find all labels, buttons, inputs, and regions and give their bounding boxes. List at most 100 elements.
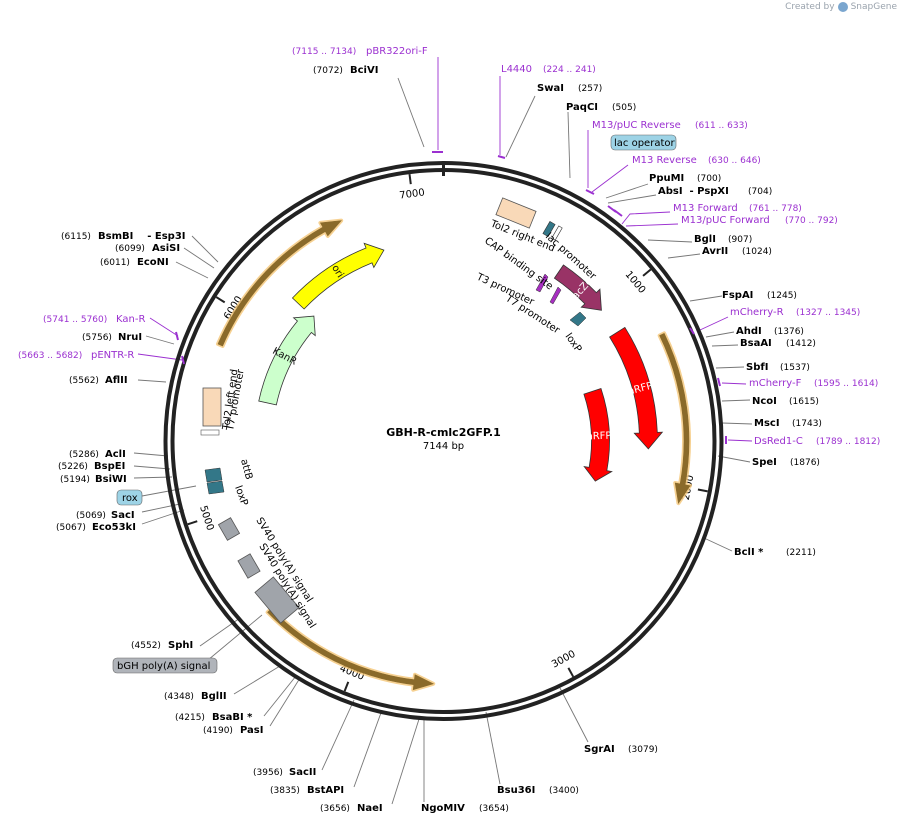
enzyme-label: (2211) [786, 548, 816, 558]
orf-arrow [659, 332, 691, 504]
feature-arrow [291, 242, 385, 310]
enzyme-label: (5069) [76, 511, 106, 521]
enzyme-label: NcoI [752, 396, 777, 407]
enzyme-label: BsaBI * [212, 712, 253, 723]
enzyme-label: PpuMI [649, 173, 684, 184]
sv40-polya-feature-2 [237, 553, 261, 579]
enzyme-label: BstAPI [307, 785, 344, 796]
primer-range: (1789 .. 1812) [816, 437, 880, 447]
cap-binding-feature [551, 225, 563, 241]
enzyme-label: (505) [612, 103, 636, 113]
primer-range: (761 .. 778) [749, 204, 802, 214]
primer-name: M13/pUC Forward [681, 215, 770, 226]
enzyme-label: NgoMIV [421, 803, 465, 814]
enzyme-label: (700) [697, 174, 721, 184]
enzyme-label: AsiSI [152, 243, 180, 254]
enzyme-label: (3656) [320, 804, 350, 814]
t7-promoter-left-feature [200, 429, 220, 436]
enzyme-label: BsmBI - Esp3I [98, 231, 186, 242]
feature-text-label: loxP [563, 331, 584, 354]
tick-label: 1000 [623, 269, 648, 296]
primer-range: (1327 .. 1345) [796, 308, 860, 318]
enzyme-label: EcoNI [137, 257, 169, 268]
feature-arrow [258, 315, 316, 406]
enzyme-label: (1024) [742, 247, 772, 257]
tick-mark [187, 520, 198, 526]
enzyme-label: PasI [240, 725, 263, 736]
lac-operator-label: lac operator [614, 138, 675, 149]
enzyme-label: NruI [118, 332, 142, 343]
enzyme-label: (1376) [774, 327, 804, 337]
tol2-left-end-feature [202, 387, 222, 427]
enzyme-label: BspEI [94, 461, 125, 472]
primer-name: M13/pUC Reverse [592, 120, 681, 131]
enzyme-label: (1412) [786, 339, 816, 349]
feature-text-label: attB [238, 458, 254, 481]
enzyme-label: (6011) [100, 258, 130, 268]
sv40-polya-feature-1 [217, 517, 241, 541]
enzyme-label: BglI [694, 234, 716, 245]
feature-arrow [583, 387, 613, 482]
primer-range: (5663 .. 5682) [18, 351, 82, 361]
enzyme-label: MscI [754, 418, 780, 429]
snapgene-logo-icon [837, 2, 848, 12]
enzyme-label: FspAI [722, 290, 753, 301]
rox-label: rox [122, 493, 138, 504]
primer-range: (5741 .. 5760) [43, 315, 107, 325]
enzyme-label: (5067) [56, 523, 86, 533]
enzyme-label: SbfI [746, 362, 768, 373]
primer-name: M13 Reverse [632, 155, 697, 166]
plasmid-name: GBH-R-cmlc2GFP.1 [386, 426, 501, 439]
enzyme-label: Bsu36I [497, 785, 535, 796]
enzyme-label: (5226) [58, 462, 88, 472]
t3-promoter-feature [535, 273, 549, 293]
primer-range: (7115 .. 7134) [292, 47, 356, 57]
enzyme-label: (3654) [479, 804, 509, 814]
enzyme-label: BsaAI [740, 338, 772, 349]
bgh-polya-label: bGH poly(A) signal [117, 661, 210, 672]
tick-mark [343, 681, 350, 692]
enzyme-label: PaqCI [566, 102, 598, 113]
lac-operator-feature [542, 221, 556, 237]
enzyme-label: (3835) [270, 786, 300, 796]
enzyme-label: (5756) [82, 333, 112, 343]
feature-text-label: loxP [232, 484, 249, 507]
primer-sites [175, 151, 727, 444]
enzyme-label: AclI [105, 449, 126, 460]
enzyme-label: (5562) [69, 376, 99, 386]
feature-arrow [553, 264, 602, 311]
orf-arcs [215, 218, 692, 692]
enzyme-label: (6115) [61, 232, 91, 242]
enzyme-label: AflII [105, 375, 128, 386]
enzyme-label: AvrII [702, 246, 728, 257]
tick-label: 7000 [399, 187, 426, 201]
enzyme-label: (3956) [253, 768, 283, 778]
small-features [200, 197, 587, 624]
feature-label: mRFP1 [583, 430, 618, 442]
enzyme-label: (1743) [792, 419, 822, 429]
loxp-left-feature [206, 480, 225, 495]
feature-arrow [609, 326, 664, 450]
bgh-polya-feature [254, 576, 300, 624]
enzyme-label: BciVI [350, 65, 378, 76]
enzyme-label: (1537) [780, 363, 810, 373]
plasmid-size: 7144 bp [423, 441, 464, 452]
enzyme-label: NaeI [357, 803, 383, 814]
enzyme-label: (4215) [175, 713, 205, 723]
primer-name: mCherry-F [749, 378, 802, 389]
enzyme-label: BclI * [734, 547, 764, 558]
primer-range: (1595 .. 1614) [814, 379, 878, 389]
primer-name: Kan-R [116, 314, 145, 325]
enzyme-label: (4348) [164, 692, 194, 702]
enzyme-label: SacII [289, 767, 316, 778]
enzyme-label: SwaI [537, 83, 564, 94]
tick-mark [567, 667, 575, 678]
tick-mark [642, 268, 652, 277]
enzyme-label: (1615) [789, 397, 819, 407]
primer-range: (770 .. 792) [785, 216, 838, 226]
primer-labels: (7115 .. 7134) pBR322ori-F L4440 (224 ..… [18, 46, 880, 447]
enzyme-label: Eco53kI [92, 522, 136, 533]
enzyme-label: (5194) [60, 475, 90, 485]
enzyme-label: (3079) [628, 745, 658, 755]
